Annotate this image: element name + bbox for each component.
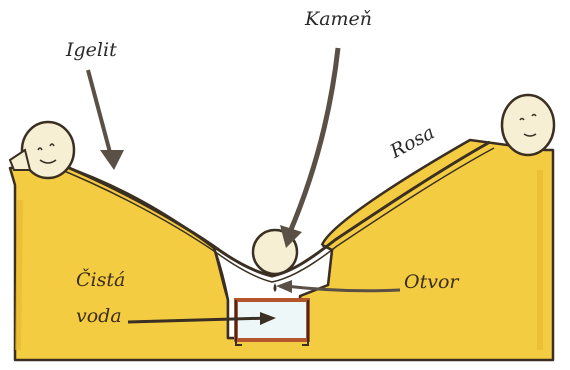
right-rock [502, 95, 554, 155]
label-cista-voda-line2: voda [76, 307, 122, 326]
label-cista-voda-line1: Čistá [76, 271, 125, 290]
label-igelit: Igelit [66, 41, 117, 60]
arrow-igelit [88, 70, 112, 160]
label-otvor: Otvor [404, 273, 458, 292]
arrow-kamen [290, 48, 338, 232]
label-kamen: Kameň [305, 10, 372, 29]
arrow-igelit-head [100, 150, 124, 170]
